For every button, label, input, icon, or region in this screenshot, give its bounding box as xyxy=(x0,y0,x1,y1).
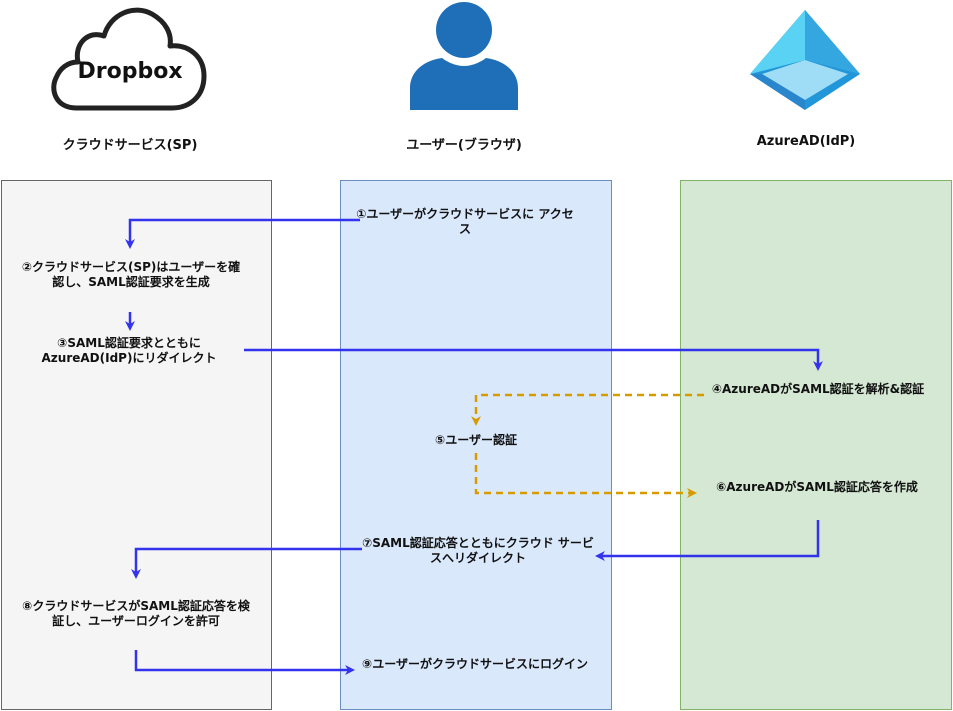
cloud-icon: Dropbox xyxy=(51,7,207,111)
step-2-label: ②クラウドサービス(SP)はユーザーを確認し、SAML認証要求を生成 xyxy=(21,260,241,289)
step-1-label: ①ユーザーがクラウドサービスに アクセス xyxy=(356,207,574,236)
arrow-step5-to-step6 xyxy=(474,453,697,498)
step-4-label: ④AzureADがSAML認証を解析&認証 xyxy=(711,382,925,396)
user-actor-label: ユーザー(ブラウザ) xyxy=(406,138,522,153)
arrow-step3-to-step4 xyxy=(244,348,823,371)
step-9-label: ⑨ユーザーがクラウドサービスにログイン xyxy=(362,657,588,671)
sp-lane xyxy=(1,180,272,710)
step-8-label: ⑧クラウドサービスがSAML認証応答を検証し、ユーザーログインを許可 xyxy=(22,599,250,628)
arrow-step1-to-step2 xyxy=(125,218,360,249)
step-7-label: ⑦SAML認証応答とともにクラウド サービスへリダイレクト xyxy=(362,536,594,565)
idp-actor-label: AzureAD(IdP) xyxy=(756,134,856,149)
dropbox-logo-text: Dropbox xyxy=(77,59,182,84)
person-icon xyxy=(410,2,518,110)
arrow-step8-to-step9 xyxy=(134,650,355,675)
user-lane xyxy=(340,180,612,710)
idp-lane xyxy=(680,180,952,710)
step-3-label: ③SAML認証要求とともに AzureAD(IdP)にリダイレクト xyxy=(41,336,217,365)
arrow-step6-to-step7 xyxy=(595,520,820,561)
azure-ad-pyramid-icon xyxy=(750,10,860,110)
arrow-step7-to-step8 xyxy=(131,547,362,579)
step-6-label: ⑥AzureADがSAML認証応答を作成 xyxy=(716,480,918,494)
step-5-label: ⑤ユーザー認証 xyxy=(435,433,517,447)
sp-actor-label: クラウドサービス(SP) xyxy=(62,138,198,153)
arrow-step4-to-step5 xyxy=(471,393,704,426)
